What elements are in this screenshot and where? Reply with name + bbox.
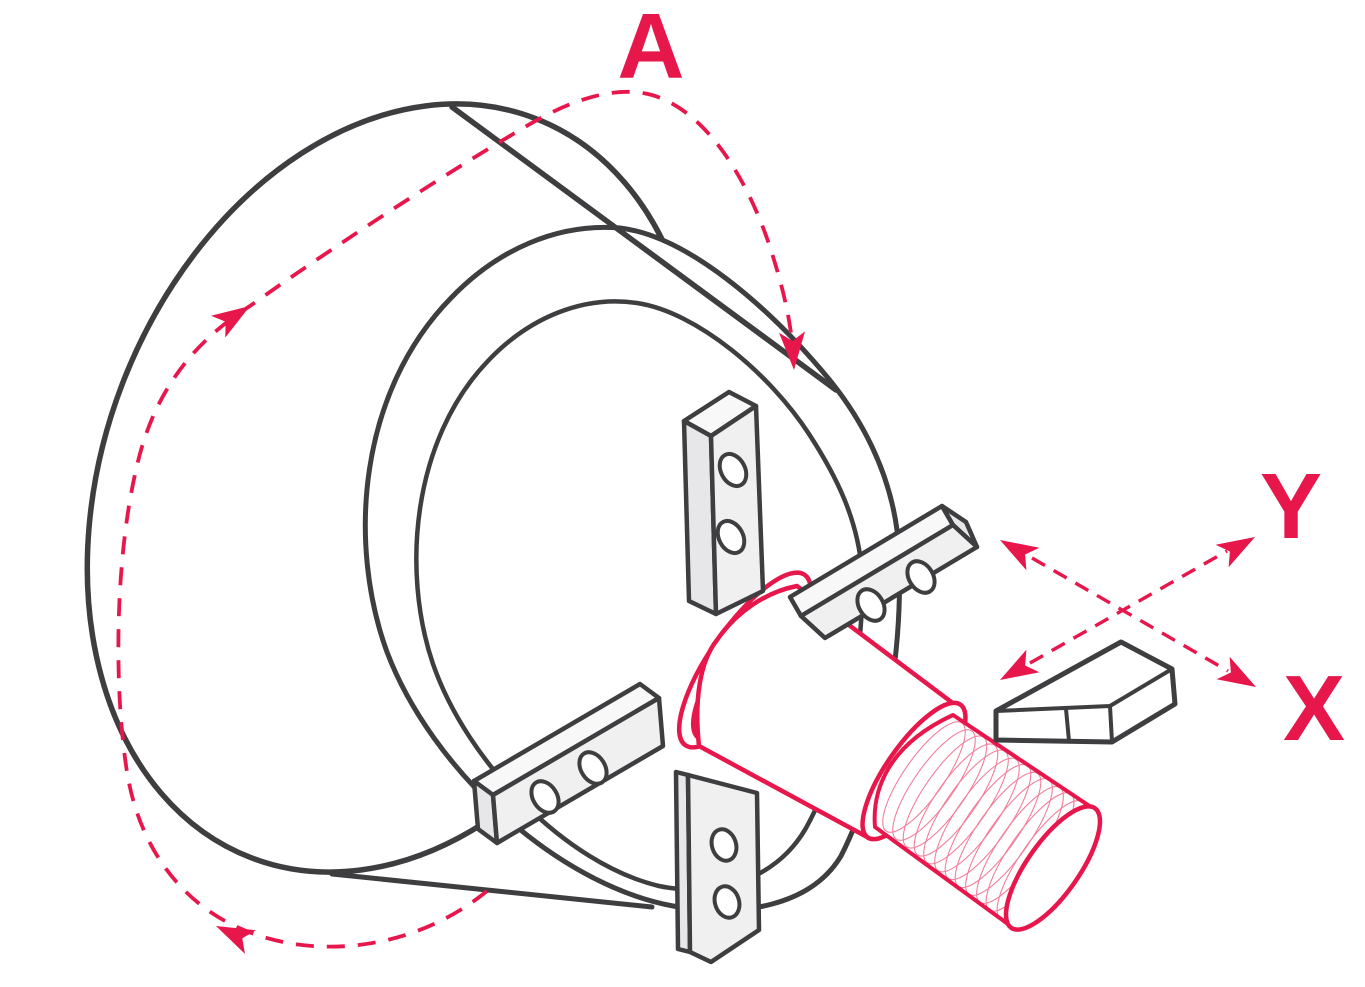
jaw-hole xyxy=(529,779,561,815)
chuck-jaw-left xyxy=(471,681,666,846)
chuck-bottom-silhouette xyxy=(329,871,655,910)
spindle-rotation-arrow xyxy=(116,89,807,954)
x-axis-dashed-line xyxy=(1031,556,1229,673)
chuck-top-silhouette xyxy=(449,104,839,393)
chuck-jaw-right xyxy=(787,503,980,641)
jaw-front-face xyxy=(685,772,762,965)
jaw-hole xyxy=(855,587,887,623)
tool-edges xyxy=(994,667,1174,744)
rotation-dashed-ellipse xyxy=(116,89,796,949)
chuck-jaw-top xyxy=(681,389,766,617)
jaw-hole xyxy=(712,884,742,920)
label-axis-y: Y xyxy=(1260,454,1322,558)
y-axis-arrowhead xyxy=(993,649,1040,692)
chuck-body xyxy=(84,101,903,913)
jaw-hole xyxy=(717,451,749,489)
jaw-hole xyxy=(715,518,747,556)
label-spindle-rotation-a: A xyxy=(617,0,684,98)
workpiece xyxy=(676,570,1103,932)
chuck-jaw-bottom xyxy=(673,769,762,965)
y-axis-dashed-line xyxy=(1029,549,1228,665)
label-axis-x: X xyxy=(1283,656,1345,760)
rotation-arrowhead xyxy=(210,914,256,954)
x-axis-arrowhead xyxy=(1216,656,1263,699)
y-axis-arrowhead xyxy=(1215,525,1262,568)
workpiece-end-face xyxy=(1003,804,1103,932)
jaw-hole xyxy=(577,750,609,786)
jaw-front-face xyxy=(798,522,980,641)
thread-rings xyxy=(882,721,1086,920)
cutting-tool xyxy=(993,639,1178,745)
x-axis-arrowhead xyxy=(993,528,1040,571)
jaw-front-face xyxy=(708,403,766,617)
tool-outline xyxy=(993,639,1178,745)
axis-arrows xyxy=(993,525,1263,699)
jaw-hole xyxy=(905,559,937,595)
jaw-hole xyxy=(709,827,739,863)
